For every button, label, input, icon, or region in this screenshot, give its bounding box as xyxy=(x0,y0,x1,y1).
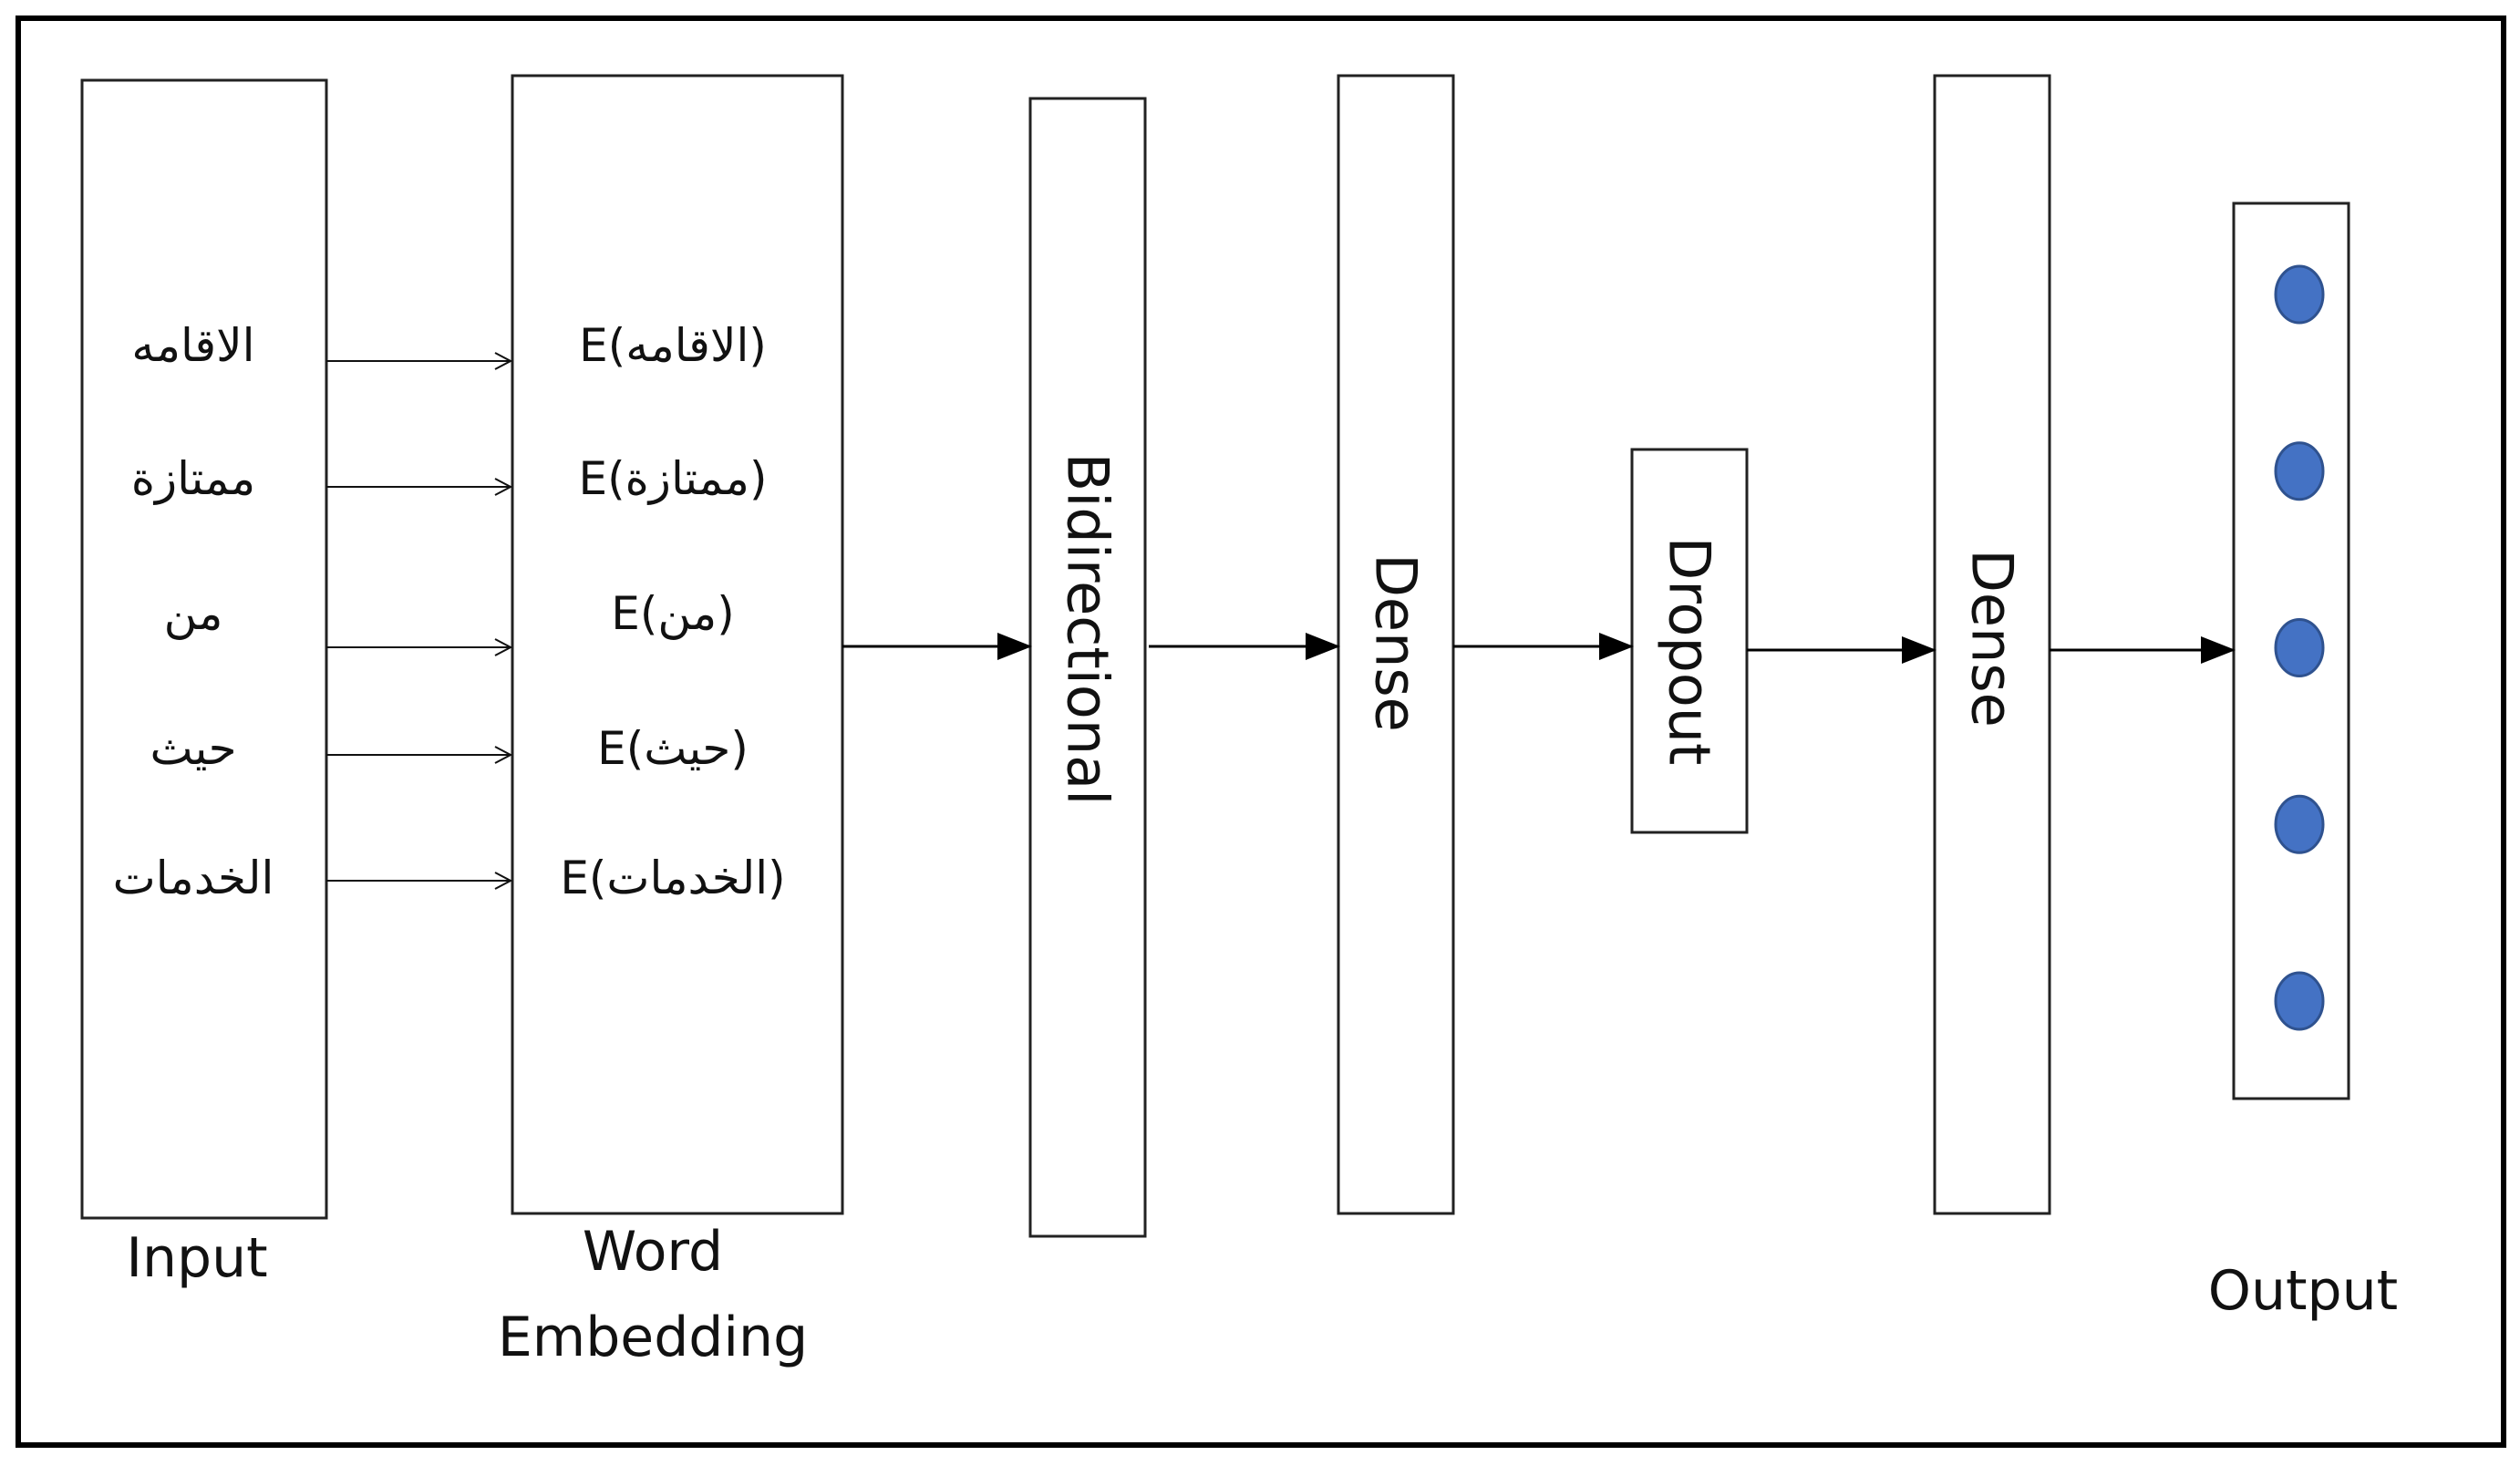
embedding-item: E(من) xyxy=(611,587,734,640)
embedding-label-line2: Embedding xyxy=(498,1306,808,1369)
output-node xyxy=(2274,618,2325,677)
input-word: الاقامه xyxy=(131,319,254,372)
input-label: Input xyxy=(126,1226,267,1290)
output-label: Output xyxy=(2208,1259,2398,1323)
output-nodes xyxy=(2274,264,2325,1031)
output-node xyxy=(2274,441,2325,501)
outer-frame xyxy=(15,15,2506,1448)
embedding-item: E(الاقامه) xyxy=(579,319,767,372)
input-word: من xyxy=(164,587,223,640)
input-word: حيث xyxy=(150,722,236,775)
bidirectional-label: Bidirectional xyxy=(1055,453,1121,806)
embedding-item: E(ممتازة) xyxy=(579,452,768,505)
dense-label-1: Dense xyxy=(1363,553,1430,732)
input-word: الخدمات xyxy=(113,852,274,904)
input-box xyxy=(80,78,328,1220)
dropout-label: Dropout xyxy=(1657,537,1723,766)
dense-label-2: Dense xyxy=(1959,549,2026,728)
embedding-label-line1: Word xyxy=(583,1220,723,1284)
output-node xyxy=(2274,971,2325,1031)
input-word: ممتازة xyxy=(131,452,255,505)
output-node xyxy=(2274,264,2325,325)
embedding-box xyxy=(511,74,844,1215)
embedding-item: E(الخدمات) xyxy=(560,852,785,904)
bidirectional-box xyxy=(1028,97,1147,1238)
embedding-item: E(حيث) xyxy=(597,722,749,775)
output-node xyxy=(2274,794,2325,854)
